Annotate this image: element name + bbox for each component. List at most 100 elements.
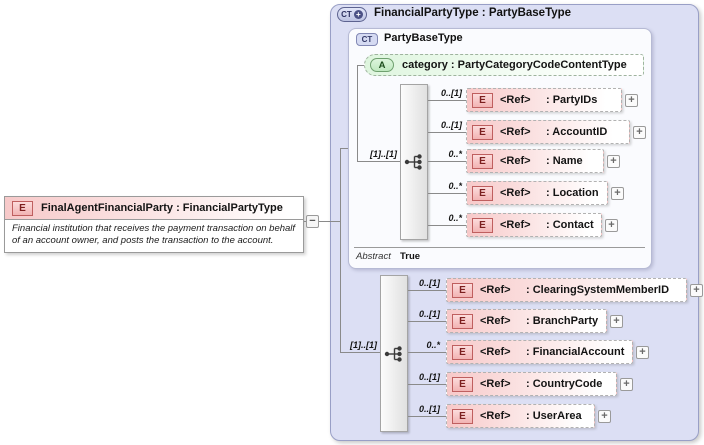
connector-line	[357, 161, 400, 162]
type-label: : UserArea	[526, 410, 582, 422]
cardinality-label: 0..[1]	[418, 372, 440, 382]
element-ref-name[interactable]: E <Ref> : Name	[466, 149, 604, 173]
ref-label: <Ref>	[500, 219, 531, 231]
divider	[354, 247, 645, 248]
expand-icon[interactable]: +	[607, 155, 620, 168]
element-icon: E	[472, 92, 493, 108]
element-icon: E	[472, 217, 493, 233]
type-label: : AccountID	[546, 126, 608, 138]
expand-icon[interactable]: +	[690, 284, 703, 297]
ref-label: <Ref>	[480, 315, 511, 327]
type-label: : BranchParty	[526, 315, 599, 327]
outer-container-title: FinancialPartyType : PartyBaseType	[374, 7, 572, 19]
ref-label: <Ref>	[480, 284, 511, 296]
element-ref-location[interactable]: E <Ref> : Location	[466, 181, 608, 205]
element-icon: E	[472, 153, 493, 169]
element-ref-clearingsystemmemberid[interactable]: E <Ref> : ClearingSystemMemberID	[446, 278, 687, 302]
connector-line	[408, 384, 446, 385]
connector-line	[408, 290, 446, 291]
connector-line	[428, 132, 466, 133]
expand-icon[interactable]: +	[598, 410, 611, 423]
abstract-label: Abstract	[356, 251, 391, 262]
element-ref-contact[interactable]: E <Ref> : Contact	[466, 213, 602, 237]
type-label: : Contact	[546, 219, 594, 231]
element-icon: E	[452, 344, 473, 360]
attribute-label: category : PartyCategoryCodeContentType	[402, 59, 627, 71]
type-label: : FinancialAccount	[526, 346, 625, 358]
expand-icon[interactable]: +	[605, 219, 618, 232]
cardinality-label: 0..[1]	[440, 88, 462, 98]
sequence-group[interactable]	[400, 84, 428, 240]
cardinality-label: 0..[1]	[440, 120, 462, 130]
element-ref-partyids[interactable]: E <Ref> : PartyIDs	[466, 88, 622, 112]
root-element-title: FinalAgentFinancialParty : FinancialPart…	[41, 202, 283, 214]
expand-icon[interactable]: +	[610, 315, 623, 328]
element-ref-branchparty[interactable]: E <Ref> : BranchParty	[446, 309, 607, 333]
root-element-box[interactable]: E FinalAgentFinancialParty : FinancialPa…	[4, 196, 304, 253]
ref-label: <Ref>	[500, 126, 531, 138]
connector-line	[428, 225, 466, 226]
ref-label: <Ref>	[480, 346, 511, 358]
type-label: : CountryCode	[526, 378, 603, 390]
element-icon: E	[452, 376, 473, 392]
element-ref-financialaccount[interactable]: E <Ref> : FinancialAccount	[446, 340, 633, 364]
inner-container-title: PartyBaseType	[384, 32, 463, 44]
element-icon: E	[472, 124, 493, 140]
connector-line	[408, 416, 446, 417]
type-label: : PartyIDs	[546, 94, 598, 106]
connector-line	[428, 193, 466, 194]
cardinality-label: 0..*	[448, 149, 462, 159]
expand-icon[interactable]: +	[611, 187, 624, 200]
expand-icon[interactable]: +	[636, 346, 649, 359]
connector-line	[408, 321, 446, 322]
ref-label: <Ref>	[500, 155, 531, 167]
cardinality-label: 0..*	[448, 181, 462, 191]
cardinality-label: [1]..[1]	[370, 149, 397, 159]
element-icon: E	[452, 313, 473, 329]
cardinality-label: 0..*	[448, 213, 462, 223]
ref-label: <Ref>	[480, 378, 511, 390]
root-element-annotation: Financial institution that receives the …	[12, 223, 296, 247]
expand-icon[interactable]: +	[620, 378, 633, 391]
connector-line	[357, 65, 358, 161]
expand-icon[interactable]: +	[625, 94, 638, 107]
cardinality-label: [1]..[1]	[350, 340, 377, 350]
cardinality-label: 0..*	[426, 340, 440, 350]
plus-circle-icon: +	[353, 10, 363, 19]
type-label: : ClearingSystemMemberID	[526, 284, 670, 296]
expand-icon[interactable]: +	[633, 126, 646, 139]
cardinality-label: 0..[1]	[418, 404, 440, 414]
attribute-category[interactable]: A category : PartyCategoryCodeContentTyp…	[364, 54, 644, 76]
ref-label: <Ref>	[500, 187, 531, 199]
connector-line	[357, 65, 364, 66]
connector-line	[428, 100, 466, 101]
abstract-value: True	[400, 251, 421, 262]
connector-line	[428, 161, 466, 162]
sequence-group[interactable]	[380, 275, 408, 432]
complextype-derived-icon: CT+	[337, 7, 367, 22]
element-ref-countrycode[interactable]: E <Ref> : CountryCode	[446, 372, 617, 396]
cardinality-label: 0..[1]	[418, 309, 440, 319]
element-icon: E	[12, 200, 33, 216]
collapse-icon[interactable]: −	[306, 215, 319, 228]
ref-label: <Ref>	[500, 94, 531, 106]
connector-line	[340, 352, 380, 353]
root-element-header: E FinalAgentFinancialParty : FinancialPa…	[5, 197, 303, 220]
sequence-icon	[384, 345, 402, 362]
attribute-icon: A	[370, 58, 394, 72]
type-label: : Location	[546, 187, 599, 199]
element-ref-accountid[interactable]: E <Ref> : AccountID	[466, 120, 630, 144]
sequence-icon	[404, 154, 422, 170]
connector-line	[408, 352, 446, 353]
connector-line	[330, 221, 340, 222]
complextype-icon: CT	[356, 33, 378, 46]
connector-line	[340, 148, 341, 352]
connector-line	[340, 148, 348, 149]
element-ref-userarea[interactable]: E <Ref> : UserArea	[446, 404, 595, 428]
ct-badge-label: CT	[341, 10, 352, 19]
cardinality-label: 0..[1]	[418, 278, 440, 288]
element-icon: E	[452, 282, 473, 298]
type-label: : Name	[546, 155, 583, 167]
ref-label: <Ref>	[480, 410, 511, 422]
